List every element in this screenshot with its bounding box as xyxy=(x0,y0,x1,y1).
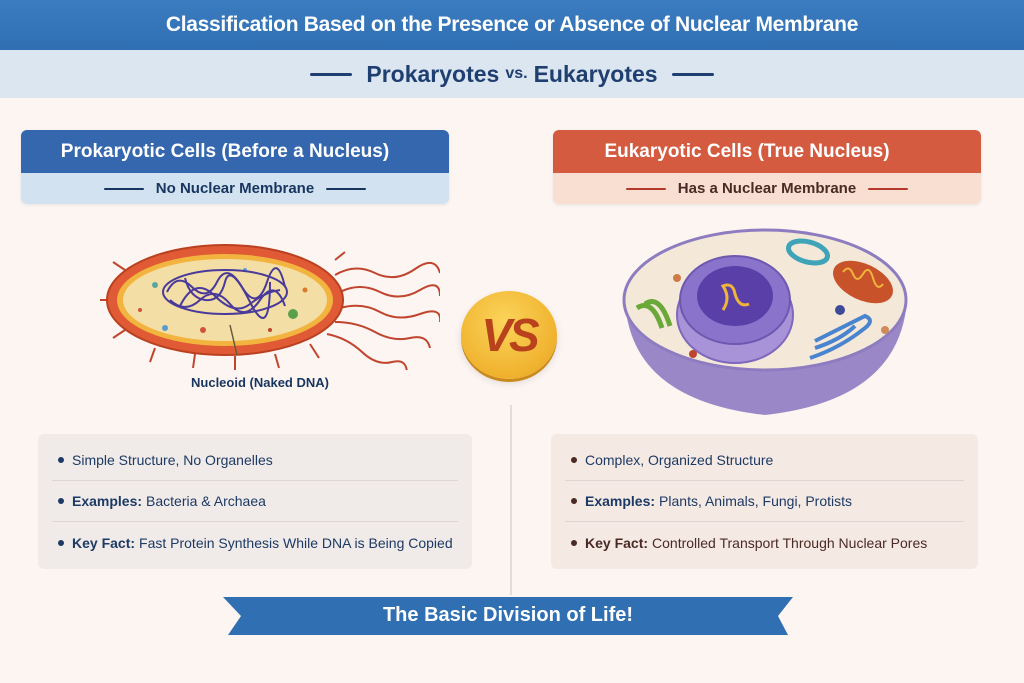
prokaryotic-subtitle-row: No Nuclear Membrane xyxy=(21,173,449,204)
nucleoid-caption: Nucleoid (Naked DNA) xyxy=(191,375,329,390)
nucleus xyxy=(676,255,794,364)
vs-badge: VS xyxy=(461,291,557,379)
footer-banner-text: The Basic Division of Life! xyxy=(382,603,634,626)
fact-text: Plants, Animals, Fungi, Protists xyxy=(659,493,853,509)
decorative-dash xyxy=(671,72,714,76)
eukaryotic-title: Eukaryotic Cells (True Nucleus) xyxy=(553,130,981,173)
bullet-icon xyxy=(571,457,577,463)
eukaryotic-subtitle: Has a Nuclear Membrane xyxy=(677,180,857,197)
eukaryotic-facts: Complex, Organized Structure Examples: P… xyxy=(551,434,978,569)
dna-helix xyxy=(720,283,750,311)
decorative-dash xyxy=(868,187,909,190)
flagella xyxy=(326,262,440,370)
ribosomes xyxy=(138,268,308,333)
ribbon-shape xyxy=(223,597,793,635)
decorative-dash xyxy=(310,72,353,76)
prokaryotic-header: Prokaryotic Cells (Before a Nucleus) No … xyxy=(21,130,449,204)
bullet-icon xyxy=(58,498,64,504)
eukaryotic-cell-illustration xyxy=(622,228,908,415)
fact-label: Examples: xyxy=(72,493,143,509)
fact-text: Controlled Transport Through Nuclear Por… xyxy=(652,534,928,551)
fact-label: Key Fact: xyxy=(585,534,649,551)
mitochondrion xyxy=(833,260,893,304)
subtitle-vs: vs. xyxy=(505,65,528,82)
decorative-dash xyxy=(326,187,367,190)
prokaryotic-title: Prokaryotic Cells (Before a Nucleus) xyxy=(21,130,449,173)
fact-label: Examples: xyxy=(585,493,656,509)
fact-item: Examples: Bacteria & Archaea xyxy=(52,481,458,522)
nucleoid-pointer xyxy=(229,324,238,356)
fact-item: Key Fact: Fast Protein Synthesis While D… xyxy=(52,522,458,563)
vesicle xyxy=(786,238,830,266)
fact-label: Key Fact: xyxy=(72,534,136,551)
eukaryotic-subtitle-row: Has a Nuclear Membrane xyxy=(553,173,981,204)
decorative-dash xyxy=(103,187,144,190)
fact-item: Complex, Organized Structure xyxy=(565,440,964,481)
prokaryotic-facts: Simple Structure, No Organelles Examples… xyxy=(38,434,472,569)
prokaryotic-subtitle: No Nuclear Membrane xyxy=(155,180,315,197)
subtitle-bar: Prokaryotes vs. Eukaryotes xyxy=(0,50,1024,98)
decorative-dash xyxy=(625,187,666,190)
bullet-icon xyxy=(58,539,64,546)
bullet-icon xyxy=(571,539,577,546)
main-title-bar: Classification Based on the Presence or … xyxy=(0,0,1024,50)
footer-banner: The Basic Division of Life! xyxy=(223,597,793,637)
fact-text: Bacteria & Archaea xyxy=(146,493,266,509)
fact-item: Key Fact: Controlled Transport Through N… xyxy=(565,522,964,563)
pili xyxy=(100,251,346,370)
nucleoid-dna xyxy=(162,267,288,319)
subtitle-eukaryotes: Eukaryotes xyxy=(533,60,658,87)
bullet-icon xyxy=(571,498,577,504)
fact-item: Simple Structure, No Organelles xyxy=(52,440,458,481)
fact-item: Examples: Plants, Animals, Fungi, Protis… xyxy=(565,481,964,522)
eukaryotic-header: Eukaryotic Cells (True Nucleus) Has a Nu… xyxy=(553,130,981,204)
fact-text: Simple Structure, No Organelles xyxy=(72,452,273,468)
column-divider xyxy=(510,405,512,595)
main-title: Classification Based on the Presence or … xyxy=(165,13,859,36)
fact-text: Complex, Organized Structure xyxy=(585,452,774,468)
subtitle-prokaryotes: Prokaryotes xyxy=(366,60,500,87)
endoplasmic-reticulum xyxy=(809,313,872,360)
chloroplast-or-golgi xyxy=(635,299,673,329)
bullet-icon xyxy=(58,457,64,463)
fact-text: Fast Protein Synthesis While DNA is Bein… xyxy=(139,534,453,551)
prokaryotic-cell-illustration xyxy=(100,244,440,370)
